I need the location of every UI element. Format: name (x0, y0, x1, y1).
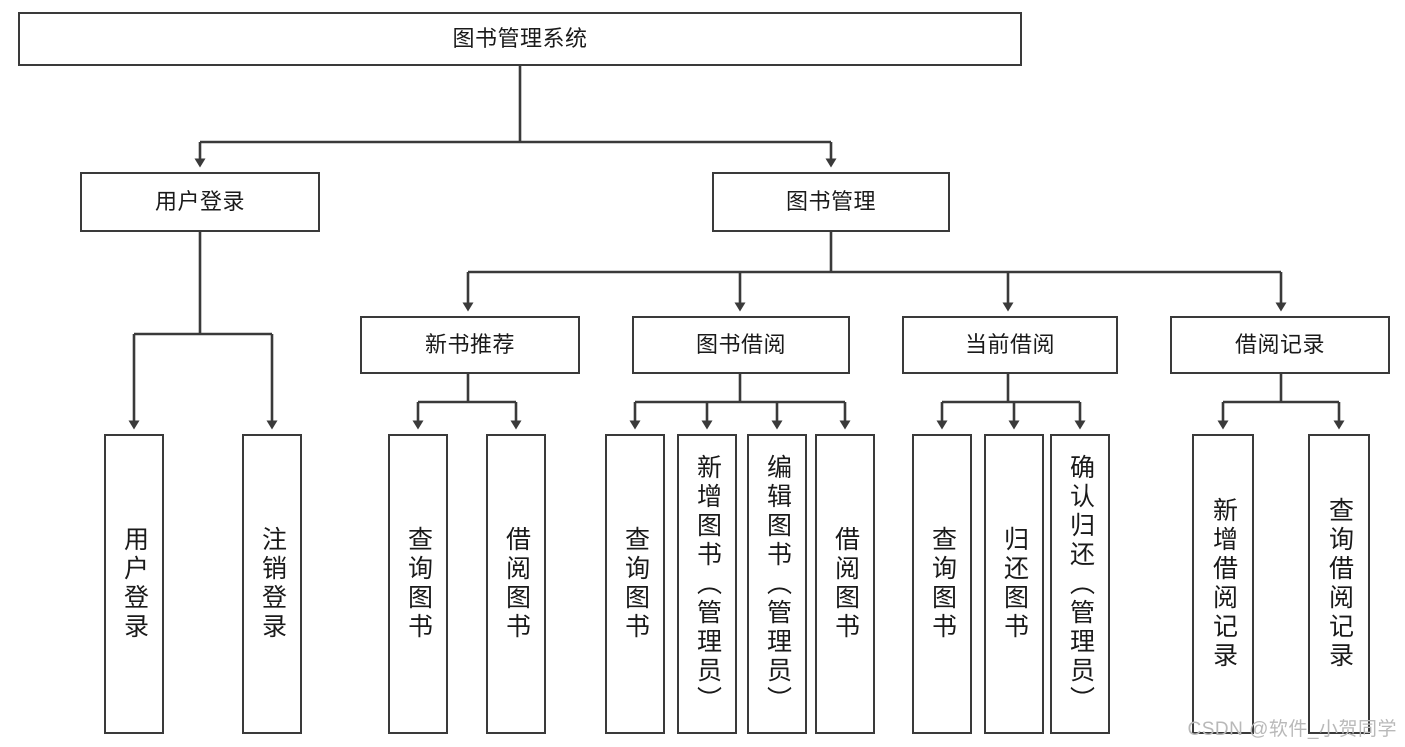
leaf-logout[interactable]: 注销登录 (242, 434, 302, 734)
leaf-add-book-admin[interactable]: 新增图书（管理员） (677, 434, 737, 734)
csdn-watermark: CSDN @软件_小贺同学 (1187, 719, 1397, 740)
leaf-confirm-return-admin[interactable]: 确认归还（管理员） (1050, 434, 1110, 734)
node-user-login-label: 用户登录 (154, 189, 245, 215)
node-book-borrow-label: 图书借阅 (695, 332, 786, 358)
node-new-book-recommend-label: 新书推荐 (424, 332, 515, 358)
node-user-login[interactable]: 用户登录 (80, 172, 320, 232)
node-borrow-record-label: 借阅记录 (1234, 332, 1325, 358)
leaf-borrow-book[interactable]: 借阅图书 (815, 434, 875, 734)
leaf-confirm-return-admin-label: 确认归还（管理员） (1066, 453, 1095, 715)
leaf-query-borrow-record-label: 查询借阅记录 (1325, 497, 1354, 671)
node-book-management[interactable]: 图书管理 (712, 172, 950, 232)
leaf-borrow-book-recommend-label: 借阅图书 (502, 526, 531, 642)
leaf-return-book[interactable]: 归还图书 (984, 434, 1044, 734)
leaf-add-borrow-record[interactable]: 新增借阅记录 (1192, 434, 1254, 734)
leaf-add-book-admin-label: 新增图书（管理员） (693, 453, 722, 715)
node-current-borrow[interactable]: 当前借阅 (902, 316, 1118, 374)
leaf-edit-book-admin[interactable]: 编辑图书（管理员） (747, 434, 807, 734)
node-current-borrow-label: 当前借阅 (964, 332, 1055, 358)
leaf-query-book-borrow[interactable]: 查询图书 (605, 434, 665, 734)
leaf-edit-book-admin-label: 编辑图书（管理员） (763, 453, 792, 715)
node-new-book-recommend[interactable]: 新书推荐 (360, 316, 580, 374)
leaf-query-book-borrow-label: 查询图书 (621, 526, 650, 642)
leaf-query-book-recommend[interactable]: 查询图书 (388, 434, 448, 734)
leaf-query-book-recommend-label: 查询图书 (404, 526, 433, 642)
node-borrow-record[interactable]: 借阅记录 (1170, 316, 1390, 374)
leaf-query-borrow-record[interactable]: 查询借阅记录 (1308, 434, 1370, 734)
leaf-query-book-current[interactable]: 查询图书 (912, 434, 972, 734)
node-root[interactable]: 图书管理系统 (18, 12, 1022, 66)
node-book-borrow[interactable]: 图书借阅 (632, 316, 850, 374)
leaf-user-login[interactable]: 用户登录 (104, 434, 164, 734)
leaf-query-book-current-label: 查询图书 (928, 526, 957, 642)
node-book-management-label: 图书管理 (785, 189, 876, 215)
leaf-logout-label: 注销登录 (258, 526, 287, 642)
node-root-label: 图书管理系统 (452, 26, 588, 52)
leaf-add-borrow-record-label: 新增借阅记录 (1209, 497, 1238, 671)
leaf-borrow-book-label: 借阅图书 (831, 526, 860, 642)
leaf-return-book-label: 归还图书 (1000, 526, 1029, 642)
leaf-borrow-book-recommend[interactable]: 借阅图书 (486, 434, 546, 734)
leaf-user-login-label: 用户登录 (120, 526, 149, 642)
